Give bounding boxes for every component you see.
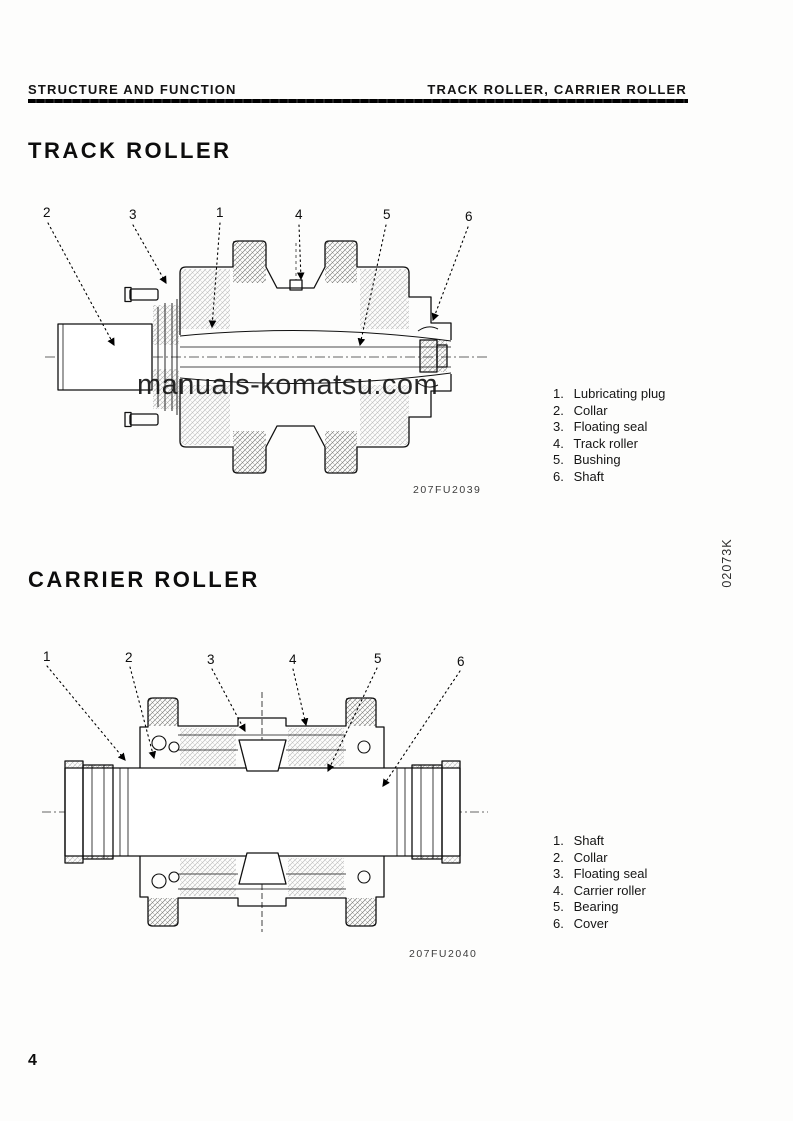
carrier-roller-body-top	[139, 697, 385, 768]
figure-code: 207FU2039	[413, 484, 482, 496]
parts-list-item: 2. Collar	[553, 402, 608, 418]
bearing-balls	[151, 735, 371, 889]
parts-list-item: 4. Track roller	[553, 435, 638, 451]
parts-list-item: 1. Shaft	[553, 833, 604, 848]
header-section-title: STRUCTURE AND FUNCTION	[28, 82, 237, 97]
callout-number: 2	[43, 205, 51, 220]
track-roller-body-top	[179, 240, 452, 340]
track-roller-diagram: 2 3 1 4 5 6	[43, 205, 488, 474]
leader-line	[47, 222, 115, 347]
leader-line	[132, 224, 167, 285]
parts-list-item: 6. Shaft	[553, 468, 604, 484]
collar-left	[64, 760, 129, 864]
leader-line	[296, 224, 305, 281]
side-reference-code: 02073K	[720, 538, 734, 588]
callout-number: 1	[43, 649, 51, 664]
callout-number: 3	[129, 207, 137, 222]
callout-number: 6	[457, 654, 465, 669]
callout-number: 4	[289, 652, 297, 667]
track-roller-parts-list: 1. Lubricating plug 2. Collar 3. Floatin…	[553, 386, 665, 486]
callout-number: 3	[207, 652, 215, 667]
carrier-shaft	[64, 767, 461, 857]
carrier-roller-parts-list: 1. Shaft 2. Collar 3. Floating seal 4. C…	[553, 833, 647, 933]
parts-list-item: 5. Bearing	[553, 899, 619, 915]
hub-top	[238, 739, 287, 772]
leader-line	[382, 670, 461, 787]
watermark: manuals-komatsu.com	[137, 369, 439, 401]
callout-number: 5	[374, 651, 382, 666]
leader-line	[211, 668, 246, 733]
parts-list-item: 1. Lubricating plug	[553, 386, 666, 401]
carrier-roller-heading: CARRIER ROLLER	[28, 567, 260, 592]
track-roller-heading: TRACK ROLLER	[28, 138, 232, 163]
leader-line	[431, 226, 469, 322]
callout-number: 2	[125, 650, 133, 665]
hub-bottom	[238, 852, 287, 885]
parts-list-item: 5. Bushing	[553, 452, 621, 468]
lubricating-plug-bottom	[124, 411, 159, 428]
parts-list-item: 6. Cover	[553, 915, 609, 931]
callout-number: 4	[295, 207, 303, 222]
parts-list-item: 3. Floating seal	[553, 866, 648, 882]
bushing-lines	[179, 330, 452, 384]
callout-number: 6	[465, 209, 473, 224]
parts-list-item: 4. Carrier roller	[553, 882, 646, 898]
callout-number: 5	[383, 207, 391, 222]
parts-list-item: 3. Floating seal	[553, 419, 648, 435]
parts-list-item: 2. Collar	[553, 849, 608, 865]
shaft-left-end	[57, 323, 153, 391]
lubricating-plug-top	[124, 286, 159, 303]
leader-line	[327, 667, 378, 773]
track-roller-body-bottom	[179, 374, 452, 474]
page-number: 4	[28, 1052, 37, 1069]
callout-number: 1	[216, 205, 224, 220]
leader-line	[357, 224, 387, 347]
leader-line	[46, 665, 126, 761]
header-topic-title: TRACK ROLLER, CARRIER ROLLER	[427, 82, 687, 97]
leader-line	[129, 666, 157, 760]
leader-line	[292, 668, 309, 727]
header-rule	[28, 99, 688, 103]
shaft-right-end	[417, 326, 448, 388]
collar-right	[396, 760, 461, 864]
leader-line	[208, 222, 221, 329]
carrier-roller-diagram: 1 2 3 4 5 6	[42, 649, 488, 932]
figure-code: 207FU2040	[409, 948, 478, 960]
